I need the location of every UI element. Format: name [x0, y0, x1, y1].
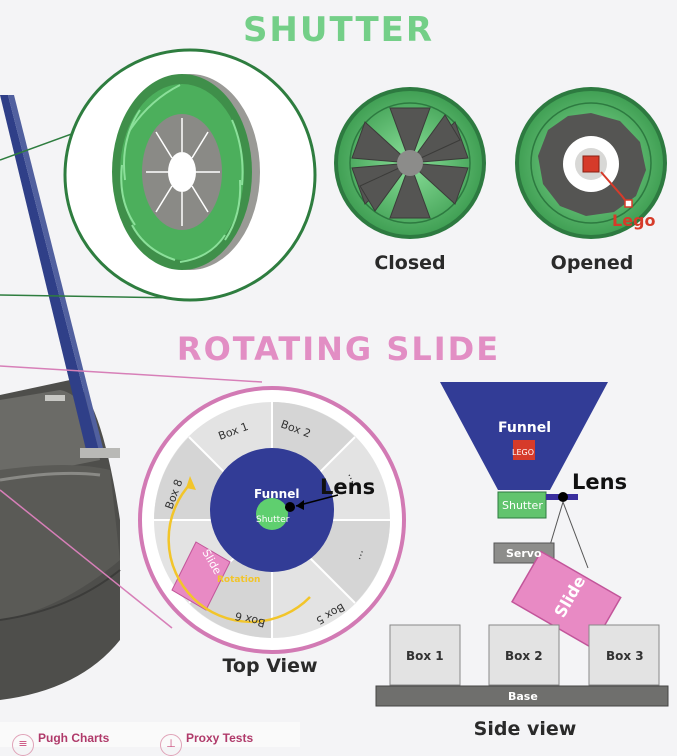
side-view-diagram: Funnel LEGO Lens Shutter Servo Slide Box…: [375, 382, 669, 707]
apparatus-render: [0, 95, 121, 700]
base-label: Base: [508, 690, 538, 703]
chart-icon: ⊥: [160, 734, 182, 756]
top-view-diagram: Box 1 Box 2 ... ... Box 5 Box 6 Slide Bo…: [138, 386, 406, 654]
bottom-nav-strip: [0, 722, 300, 747]
servo-label: Servo: [506, 547, 542, 560]
nav-pugh-charts-label: Pugh Charts: [38, 731, 110, 745]
zoom-line: [0, 365, 263, 383]
rotation-label: Rotation: [217, 575, 260, 585]
zoom-line: [0, 489, 173, 629]
lens-label: Lens: [320, 475, 375, 499]
nav-pugh-charts[interactable]: ≡ Pugh Charts: [12, 729, 110, 756]
shutter-title: SHUTTER: [242, 10, 435, 50]
list-icon: ≡: [12, 734, 34, 756]
shutter-zoom: [63, 48, 317, 302]
shutter-label: Shutter: [502, 499, 543, 512]
box-label: ...: [356, 549, 372, 563]
nav-proxy-tests-label: Proxy Tests: [186, 731, 254, 745]
shutter-label: Shutter: [256, 515, 290, 525]
zoom-line: [0, 294, 181, 299]
opened-shutter-diagram: Lego: [515, 87, 667, 239]
side-view-caption: Side view: [473, 718, 577, 740]
lego-label: LEGO: [512, 448, 534, 457]
box-label: Box 2: [505, 649, 543, 663]
box-label: Box 1: [406, 649, 444, 663]
lego-label: Lego: [612, 211, 656, 230]
opened-caption: Opened: [550, 252, 634, 274]
box-label: Box 3: [606, 649, 644, 663]
funnel-label: Funnel: [254, 487, 299, 501]
rotating-slide-title: ROTATING SLIDE: [176, 330, 501, 368]
closed-shutter-diagram: [334, 87, 486, 239]
top-view-caption: Top View: [222, 655, 318, 677]
lens-label: Lens: [572, 470, 627, 494]
funnel-label: Funnel: [498, 420, 551, 436]
box-label: ...: [345, 470, 361, 485]
closed-caption: Closed: [374, 252, 446, 274]
nav-proxy-tests[interactable]: ⊥ Proxy Tests: [160, 729, 254, 756]
